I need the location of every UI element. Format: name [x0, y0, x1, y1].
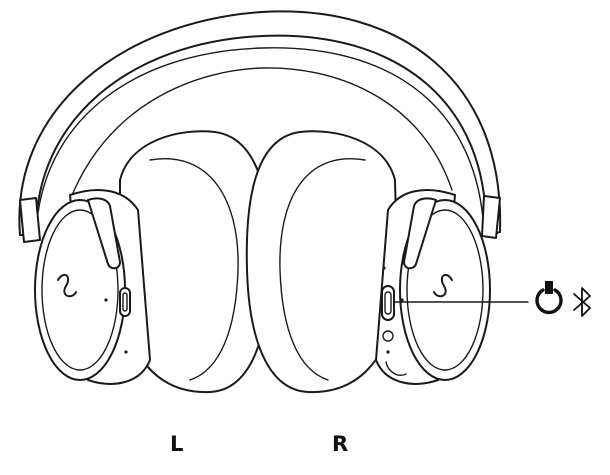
- left-earcup: [34, 189, 151, 385]
- headband: [18, 10, 502, 243]
- left-side-label: L: [170, 432, 184, 456]
- power-button-port: [381, 285, 395, 321]
- bluetooth-icon: [573, 287, 591, 317]
- left-ear-cushion: [119, 130, 272, 394]
- right-side-label: R: [332, 432, 349, 456]
- right-earcup: [375, 189, 491, 385]
- brand-logo-right: [433, 273, 453, 298]
- power-button-icon: [535, 281, 563, 315]
- usb-c-port-left: [119, 287, 131, 317]
- brand-logo-left: [57, 273, 77, 298]
- right-ear-cushion: [245, 130, 399, 394]
